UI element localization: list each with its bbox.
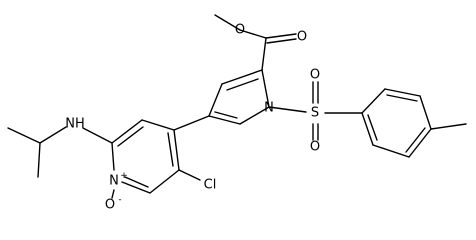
structure-canvas: O O N S O O NH N + O - Cl [7,14,467,213]
bond-pyr-c2-c3-a [111,119,143,144]
molecule-drawing: O O N S O O NH N + O - Cl [7,14,467,213]
atom-n-oxide-o: O [105,198,115,213]
bond-methyl-o [214,14,241,31]
bond-pyrrole-c3-c2-b [226,78,259,91]
atom-ester-carbonyl-o: O [297,30,307,45]
bond-pyr-c5-c6 [149,169,180,194]
bond-pyr-c6-n1-a [121,181,151,194]
bond-pyrrole-n1-c5 [239,106,270,125]
atom-sulfonyl-o-upper: O [310,68,320,83]
atom-amine-nh: NH [65,117,85,132]
bond-tolyl-2-3-b [386,94,418,102]
atom-pyridine-n: N [109,174,119,189]
bond-n-s [268,106,307,113]
bond-pyr-c6-n1-b [124,176,149,188]
bond-tolyl-4-5-b [405,127,426,153]
bond-tolyl-3-4 [419,95,432,130]
bond-pyrrole-c2-n1 [261,69,270,108]
bond-tolyl-5-6 [372,144,410,158]
bond-pyrrole-c5-c4-a [208,115,241,125]
atom-ester-ether-o: O [235,23,245,38]
bond-ch-me-a [7,127,41,144]
bond-pyr-c3-c4 [141,119,175,131]
bond-pyr-c2-c3-b [117,126,144,147]
bond-tolyl-4-5-a [408,128,432,158]
bond-pyr-c4-c5-b [167,132,174,167]
bond-tolyl-6-1-a [361,112,374,146]
bond-ch-me-b [37,142,41,178]
bond-n-o [111,189,115,199]
bond-tolyl-1-2 [361,88,386,114]
bond-tolyl-6-1-b [367,114,378,141]
bond-pyrrole-pyridine [173,115,210,131]
bond-carbonyl-pyrrole [261,37,267,71]
atom-sulfonyl-s: S [311,106,319,121]
bond-pyrrole-c3-c2-a [221,69,263,85]
bond-nh-ch [39,126,67,144]
atom-pyrrole-n: N [264,101,274,116]
bond-pyrrole-c4-c3 [208,83,223,117]
bond-pyr-c4-c5-a [173,129,180,171]
bond-layer [7,14,467,199]
atom-sulfonyl-o-lower: O [310,140,320,155]
atom-pyridine-n-charge: + [120,171,128,181]
bond-tolyl-methyl [430,123,467,130]
bond-carbonyl-o-double-a [265,33,297,39]
bond-c2-nh [82,127,113,144]
bond-carbonyl-o-double-b [266,38,297,44]
atom-layer: O O N S O O NH N + O - Cl [65,23,320,213]
bond-pyr-n1-c2 [111,142,115,171]
bond-o-carbonyl [239,29,267,39]
bond-tolyl-2-3-a [384,88,421,97]
bond-pyrrole-c5-c4-b [214,111,238,119]
atom-n-oxide-charge: - [118,195,121,205]
atom-chloro: Cl [204,178,217,193]
bond-c5-cl [178,169,201,181]
